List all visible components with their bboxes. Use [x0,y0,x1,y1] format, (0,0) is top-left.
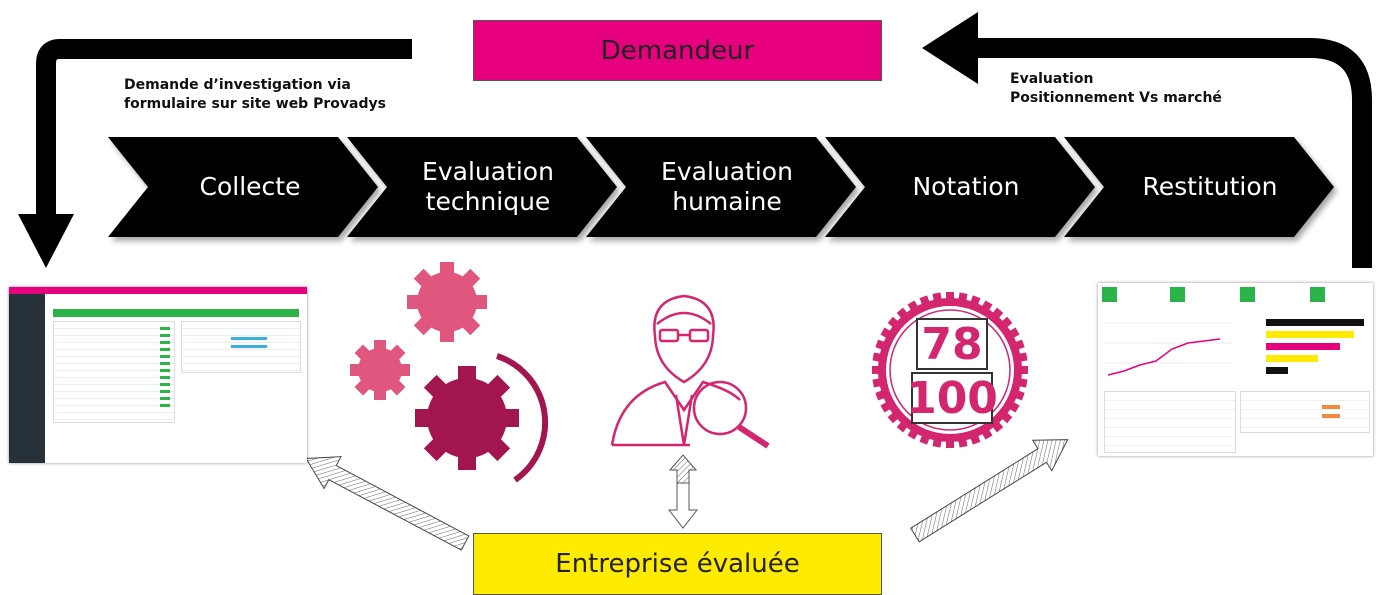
requester-box: Demandeur [473,20,882,81]
score-value: 78 [916,318,988,370]
request-note: Demande d’investigation via formulaire s… [124,76,386,114]
gears-icon [350,262,549,483]
evaluation-note-line2: Positionnement Vs marché [1010,90,1222,106]
step-notation-label: Notation [912,172,1020,201]
step-collecte-label: Collecte [199,172,301,201]
link-arrow-double-vertical [667,454,699,529]
request-note-line1: Demande d’investigation via [124,77,351,93]
company-box: Entreprise évaluée [473,533,882,595]
step-restitution-label: Restitution [1142,172,1278,201]
dashboard-screenshot [9,287,307,463]
badge-tooth [946,292,954,300]
chevron-evaluation-technique [347,137,617,237]
evaluation-note-line1: Evaluation [1010,71,1094,87]
link-arrow-to-restitution [910,439,1069,543]
badge-tooth [872,366,880,374]
chevron-evaluation-humaine [586,137,856,237]
left-return-arrow [18,39,412,268]
score-max: 100 [906,372,998,424]
report-screenshot [1098,283,1373,456]
badge-tooth [1020,366,1028,374]
evaluation-note: Evaluation Positionnement Vs marché [1010,70,1222,108]
request-note-line2: formulaire sur site web Provadys [124,96,386,112]
right-return-arrow [922,12,1372,268]
badge-tooth [946,440,954,448]
consultant-magnifier-icon [610,294,770,449]
score-badge-icon [872,292,1028,448]
chevron-restitution [1064,137,1334,237]
process-chevrons [108,137,1334,237]
chevron-notation [825,137,1095,237]
chevron-collecte [108,137,378,237]
link-arrow-to-collecte [305,456,470,551]
